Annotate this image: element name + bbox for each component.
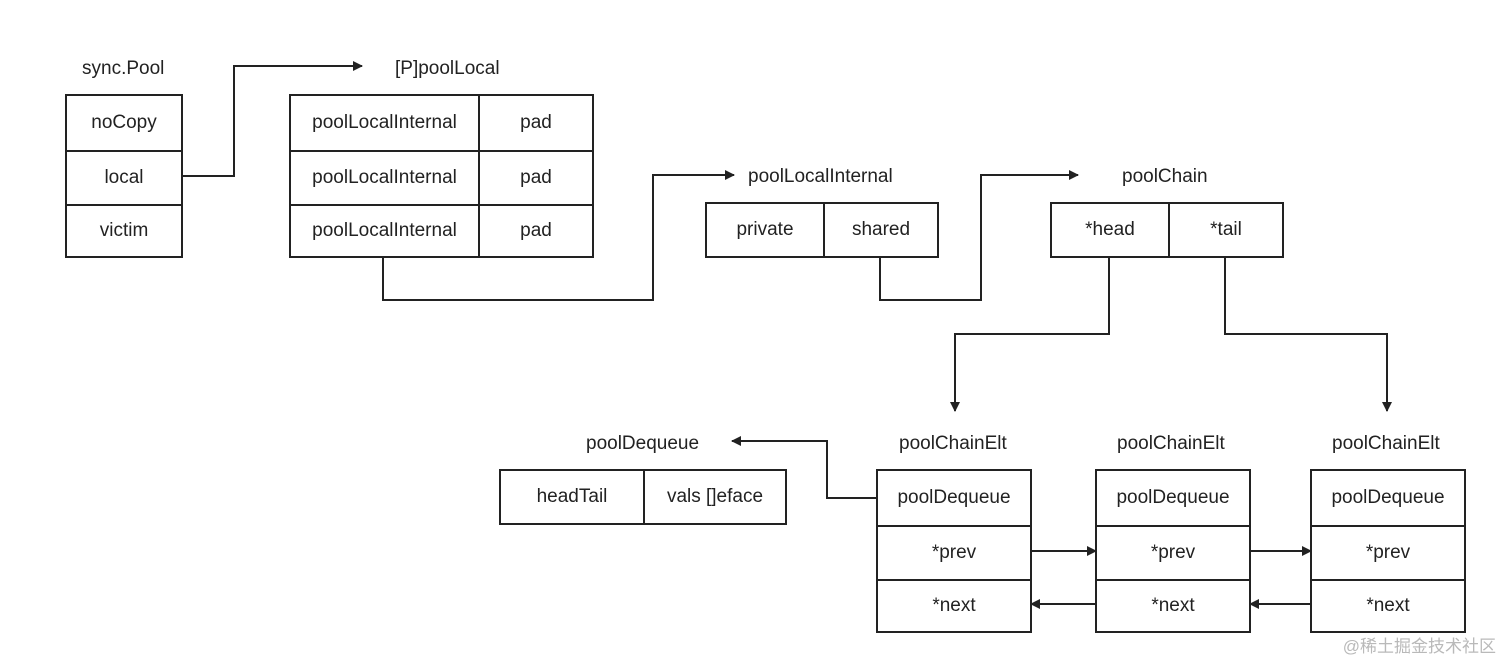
arrow-elt-to-pooldequeue: [731, 436, 878, 499]
pool-dequeue-title: poolDequeue: [586, 433, 700, 454]
field-pooldequeue: poolDequeue: [897, 487, 1011, 508]
pool-chain-elt: poolDequeue *prev *next: [876, 469, 1032, 633]
pool-local-row: poolLocalInternal pad: [291, 204, 592, 256]
pad-cell: pad: [478, 152, 592, 204]
arrow-poollocal-to-internal: [382, 170, 735, 301]
pool-local-internal-cell: poolLocalInternal: [312, 112, 457, 133]
pool-chain-elt-title: poolChainElt: [1117, 433, 1225, 454]
pool-chain-elt: poolDequeue *prev *next: [1095, 469, 1251, 633]
field-shared: shared: [823, 204, 937, 256]
field-pooldequeue: poolDequeue: [1331, 487, 1445, 508]
field-private: private: [736, 219, 794, 240]
field-headtail: headTail: [536, 486, 608, 507]
pad-cell: pad: [478, 96, 592, 150]
pad-cell: pad: [478, 206, 592, 256]
field-vals: vals []eface: [643, 471, 785, 523]
field-prev: *prev: [1365, 542, 1411, 563]
pool-chain-elt-title: poolChainElt: [1332, 433, 1440, 454]
pool-local-internal-title: poolLocalInternal: [748, 166, 893, 187]
pool-chain-title: poolChain: [1122, 166, 1208, 187]
field-prev: *prev: [1150, 542, 1196, 563]
watermark: @稀土掘金技术社区: [1342, 637, 1496, 656]
field-next: *next: [932, 595, 976, 616]
pool-local-internal-cell: poolLocalInternal: [312, 220, 457, 241]
pool-local-internal-cell: poolLocalInternal: [312, 167, 457, 188]
pool-local-array: poolLocalInternal pad poolLocalInternal …: [289, 94, 594, 258]
field-tail: *tail: [1168, 204, 1282, 256]
pool-local-row: poolLocalInternal pad: [291, 150, 592, 204]
pool-local-internal-struct: private shared: [705, 202, 939, 258]
field-head: *head: [1085, 219, 1135, 240]
sync-pool-title: sync.Pool: [82, 58, 165, 79]
pool-chain-elt-title: poolChainElt: [899, 433, 1007, 454]
arrow-shared-to-poolchain: [879, 170, 1079, 301]
field-next: *next: [1151, 595, 1195, 616]
pool-dequeue-struct: headTail vals []eface: [499, 469, 787, 525]
arrow-head-to-first-elt: [950, 258, 1110, 412]
sync-pool-struct: noCopy local victim: [65, 94, 183, 258]
field-victim: victim: [99, 220, 149, 241]
pool-chain-struct: *head *tail: [1050, 202, 1284, 258]
pool-local-array-title: [P]poolLocal: [395, 58, 500, 79]
field-prev: *prev: [931, 542, 977, 563]
pool-local-row: poolLocalInternal pad: [291, 96, 592, 150]
field-local: local: [104, 167, 144, 188]
pool-chain-elt: poolDequeue *prev *next: [1310, 469, 1466, 633]
field-next: *next: [1366, 595, 1410, 616]
arrow-tail-to-last-elt: [1224, 258, 1392, 412]
field-pooldequeue: poolDequeue: [1116, 487, 1230, 508]
field-nocopy: noCopy: [91, 112, 157, 133]
arrow-local-to-poollocal: [183, 61, 363, 177]
